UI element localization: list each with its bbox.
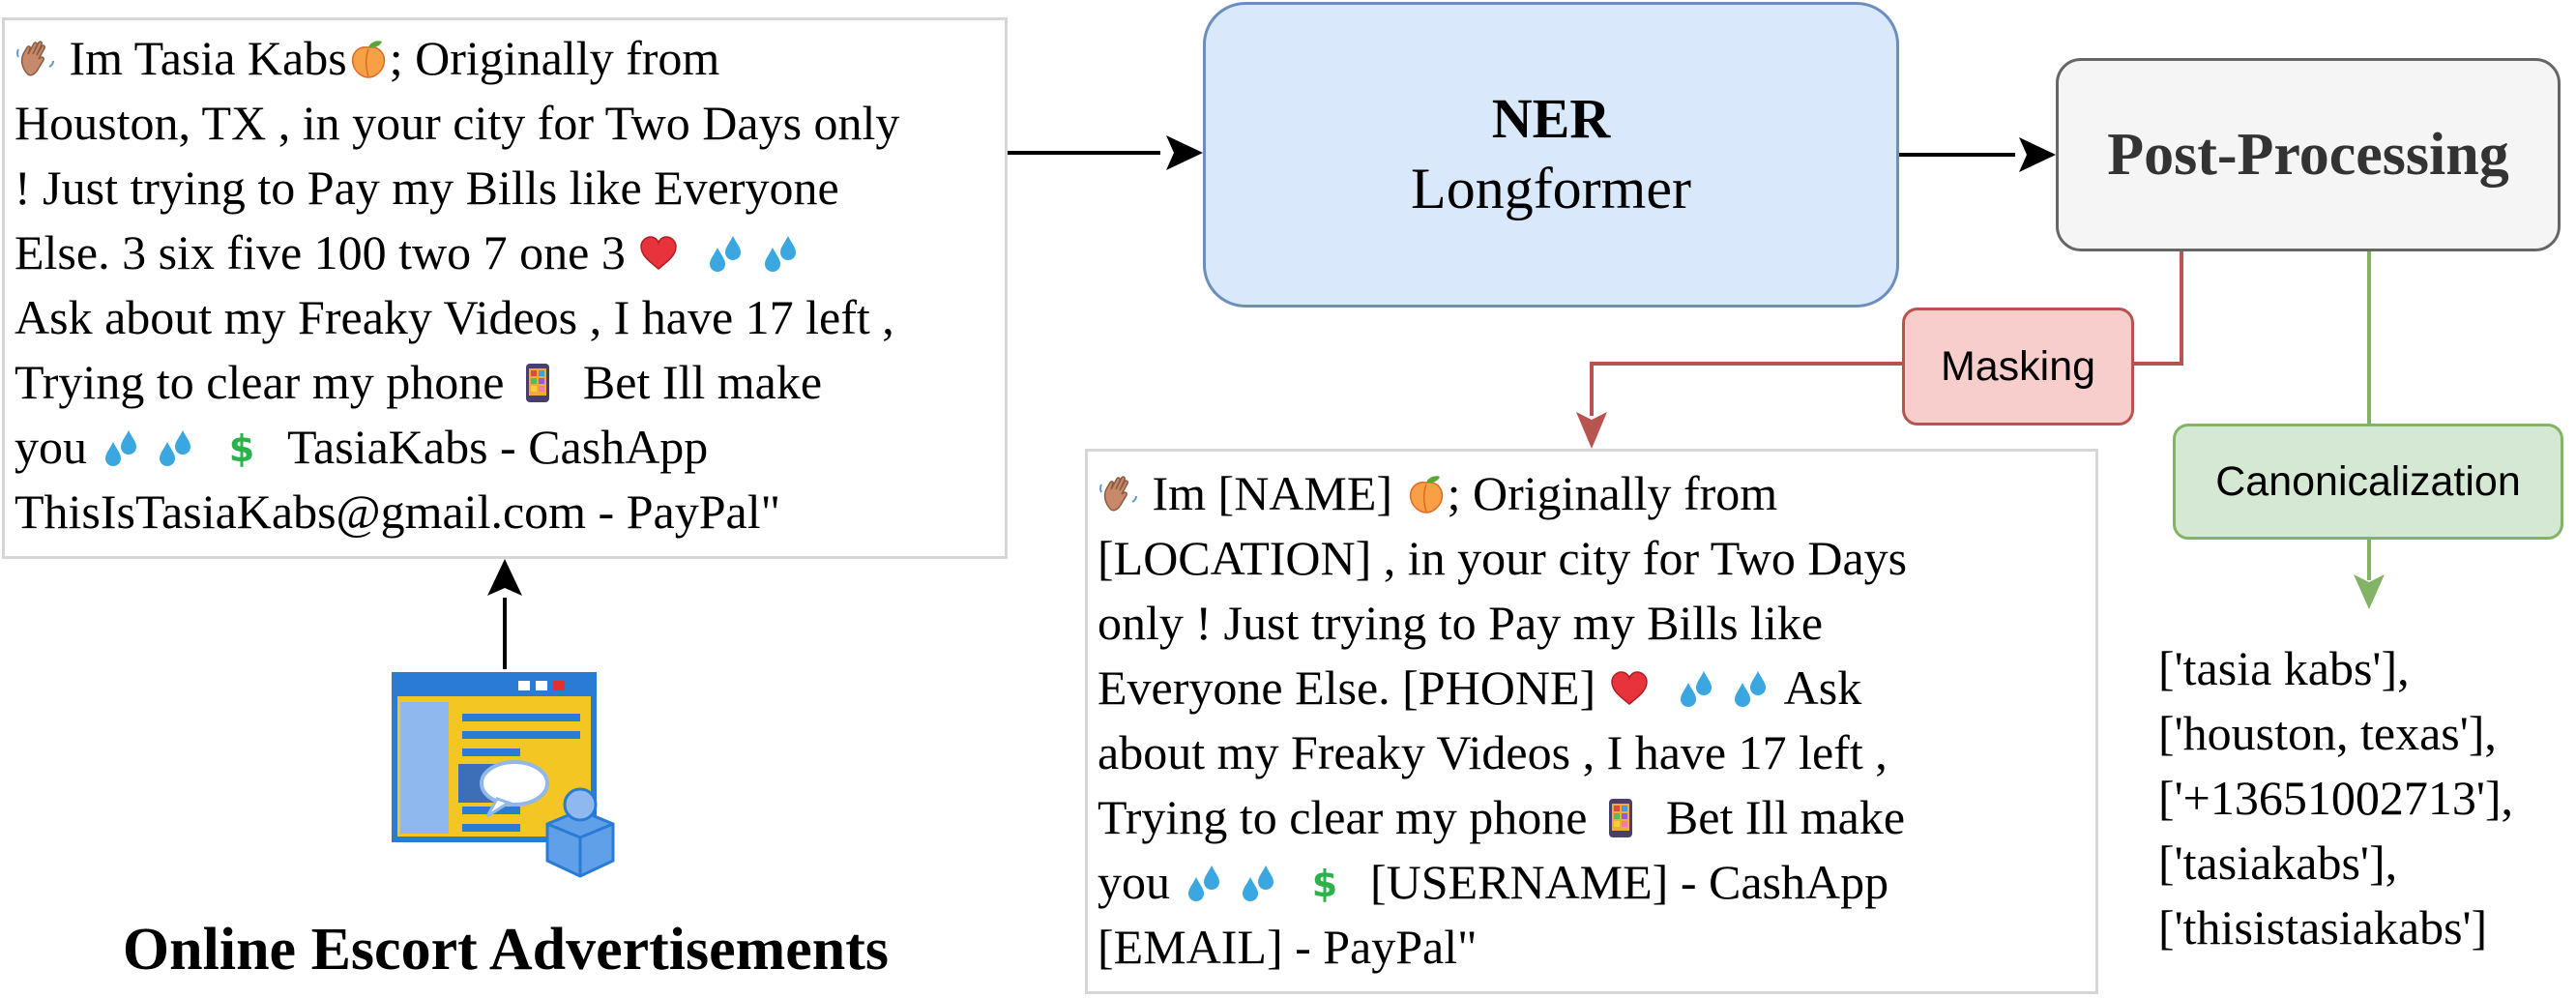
orig-line-7: you $ TasiaKabs - CashApp	[15, 415, 1005, 480]
sweat-droplets-icon	[1675, 667, 1717, 710]
canonical-result-item: ['tasia kabs'],	[2158, 641, 2410, 695]
canonical-result-item: ['+13651002713'],	[2158, 771, 2514, 825]
sweat-droplets-icon	[1183, 862, 1225, 904]
mobile-phone-icon	[516, 362, 559, 404]
canonicalization-node: Canonicalization	[2173, 424, 2563, 540]
canonicalization-label: Canonicalization	[2215, 457, 2521, 505]
orig-line-3: ! Just trying to Pay my Bills like Every…	[15, 161, 839, 215]
sweat-droplets-icon	[100, 426, 142, 469]
masked-line-2: [LOCATION] , in your city for Two Days	[1098, 531, 1908, 585]
orig-line-5: Ask about my Freaky Videos , I have 17 l…	[15, 290, 894, 344]
waving-hand-icon	[15, 38, 57, 80]
sweat-droplets-icon	[1237, 862, 1279, 904]
masked-line-4b: Ask	[1783, 660, 1862, 715]
post-processing-node: Post-Processing	[2056, 58, 2561, 251]
masked-line-5: about my Freaky Videos , I have 17 left …	[1098, 725, 1888, 779]
waving-hand-icon	[1098, 473, 1140, 515]
source-label: Online Escort Advertisements	[122, 917, 890, 983]
orig-line-6a: Trying to clear my phone	[15, 355, 505, 409]
orig-line-4: Else. 3 six five 100 two 7 one 3	[15, 220, 1005, 285]
masked-line-7b: [USERNAME] - CashApp	[1370, 855, 1889, 909]
masked-line-7a: you	[1098, 855, 1170, 909]
sweat-droplets-icon	[704, 232, 746, 275]
svg-text:$: $	[229, 427, 254, 469]
canonical-result-item: ['houston, texas'],	[2158, 706, 2497, 760]
orig-line-6b: Bet Ill make	[582, 355, 823, 409]
svg-text:$: $	[1312, 863, 1337, 904]
masked-line-1a: Im [NAME]	[1140, 466, 1393, 520]
orig-line-7b: TasiaKabs - CashApp	[287, 420, 709, 474]
masked-line-7: you $ [USERNAME] - CashApp	[1098, 850, 2095, 915]
sweat-droplets-icon	[759, 232, 802, 275]
web-advertisement-icon	[392, 672, 615, 878]
arrow-post-to-canon	[2354, 251, 2385, 609]
heart-icon	[637, 232, 680, 275]
orig-line-1-text: Im Tasia Kabs	[57, 31, 347, 85]
orig-line-1-tail: ; Originally from	[389, 31, 720, 85]
canonical-result-item: ['tasiakabs'],	[2158, 836, 2398, 890]
orig-line-7a: you	[15, 420, 87, 474]
sweat-droplets-icon	[1729, 667, 1771, 710]
arrow-ner-to-post	[1899, 137, 2056, 172]
heart-icon	[1608, 667, 1651, 710]
masked-line-6a: Trying to clear my phone	[1098, 790, 1588, 844]
arrow-icon-to-text	[487, 559, 522, 669]
orig-line-8: ThisIsTasiaKabs@gmail.com - PayPal"	[15, 484, 780, 539]
dollar-sign-icon: $	[1303, 862, 1346, 904]
masked-line-6b: Bet Ill make	[1665, 790, 1906, 844]
arrow-post-to-masking	[1576, 251, 2183, 449]
mobile-phone-icon	[1599, 797, 1642, 839]
arrow-text-to-ner	[1008, 135, 1203, 170]
masked-line-1: Im [NAME] ; Originally from	[1098, 461, 2095, 526]
orig-line-2: Houston, TX , in your city for Two Days …	[15, 96, 900, 150]
sweat-droplets-icon	[154, 426, 196, 469]
masked-line-8: [EMAIL] - PayPal"	[1098, 920, 1478, 974]
masked-line-1b: ; Originally from	[1447, 466, 1778, 520]
dollar-sign-icon: $	[220, 426, 263, 469]
masking-node: Masking	[1902, 308, 2134, 426]
masked-text-box: Im [NAME] ; Originally from [LOCATION] ,…	[1085, 449, 2098, 994]
canonical-results-list: ['tasia kabs'], ['houston, texas'], ['+1…	[2158, 636, 2513, 960]
masking-label: Masking	[1940, 342, 2096, 390]
original-ad-text-box: Im Tasia Kabs ; Originally from Houston, …	[2, 17, 1008, 559]
orig-line-6: Trying to clear my phone Bet Ill make	[15, 350, 1005, 415]
post-processing-label: Post-Processing	[2107, 122, 2509, 188]
ner-longformer-node: NER Longformer	[1203, 2, 1899, 308]
ner-subtitle: Longformer	[1411, 157, 1691, 220]
peach-icon	[347, 38, 390, 80]
peach-icon	[1405, 473, 1448, 515]
orig-line-4-text: Else. 3 six five 100 two 7 one 3	[15, 225, 626, 279]
orig-line-1: Im Tasia Kabs ; Originally from	[15, 26, 1005, 91]
masked-line-3: only ! Just trying to Pay my Bills like	[1098, 596, 1824, 650]
masked-line-4: Everyone Else. [PHONE] Ask	[1098, 656, 2095, 720]
ner-title: NER	[1491, 87, 1611, 150]
masked-line-6: Trying to clear my phone Bet Ill make	[1098, 785, 2095, 850]
masked-line-4a: Everyone Else. [PHONE]	[1098, 660, 1596, 715]
canonical-result-item: ['thisistasiakabs']	[2158, 900, 2488, 954]
